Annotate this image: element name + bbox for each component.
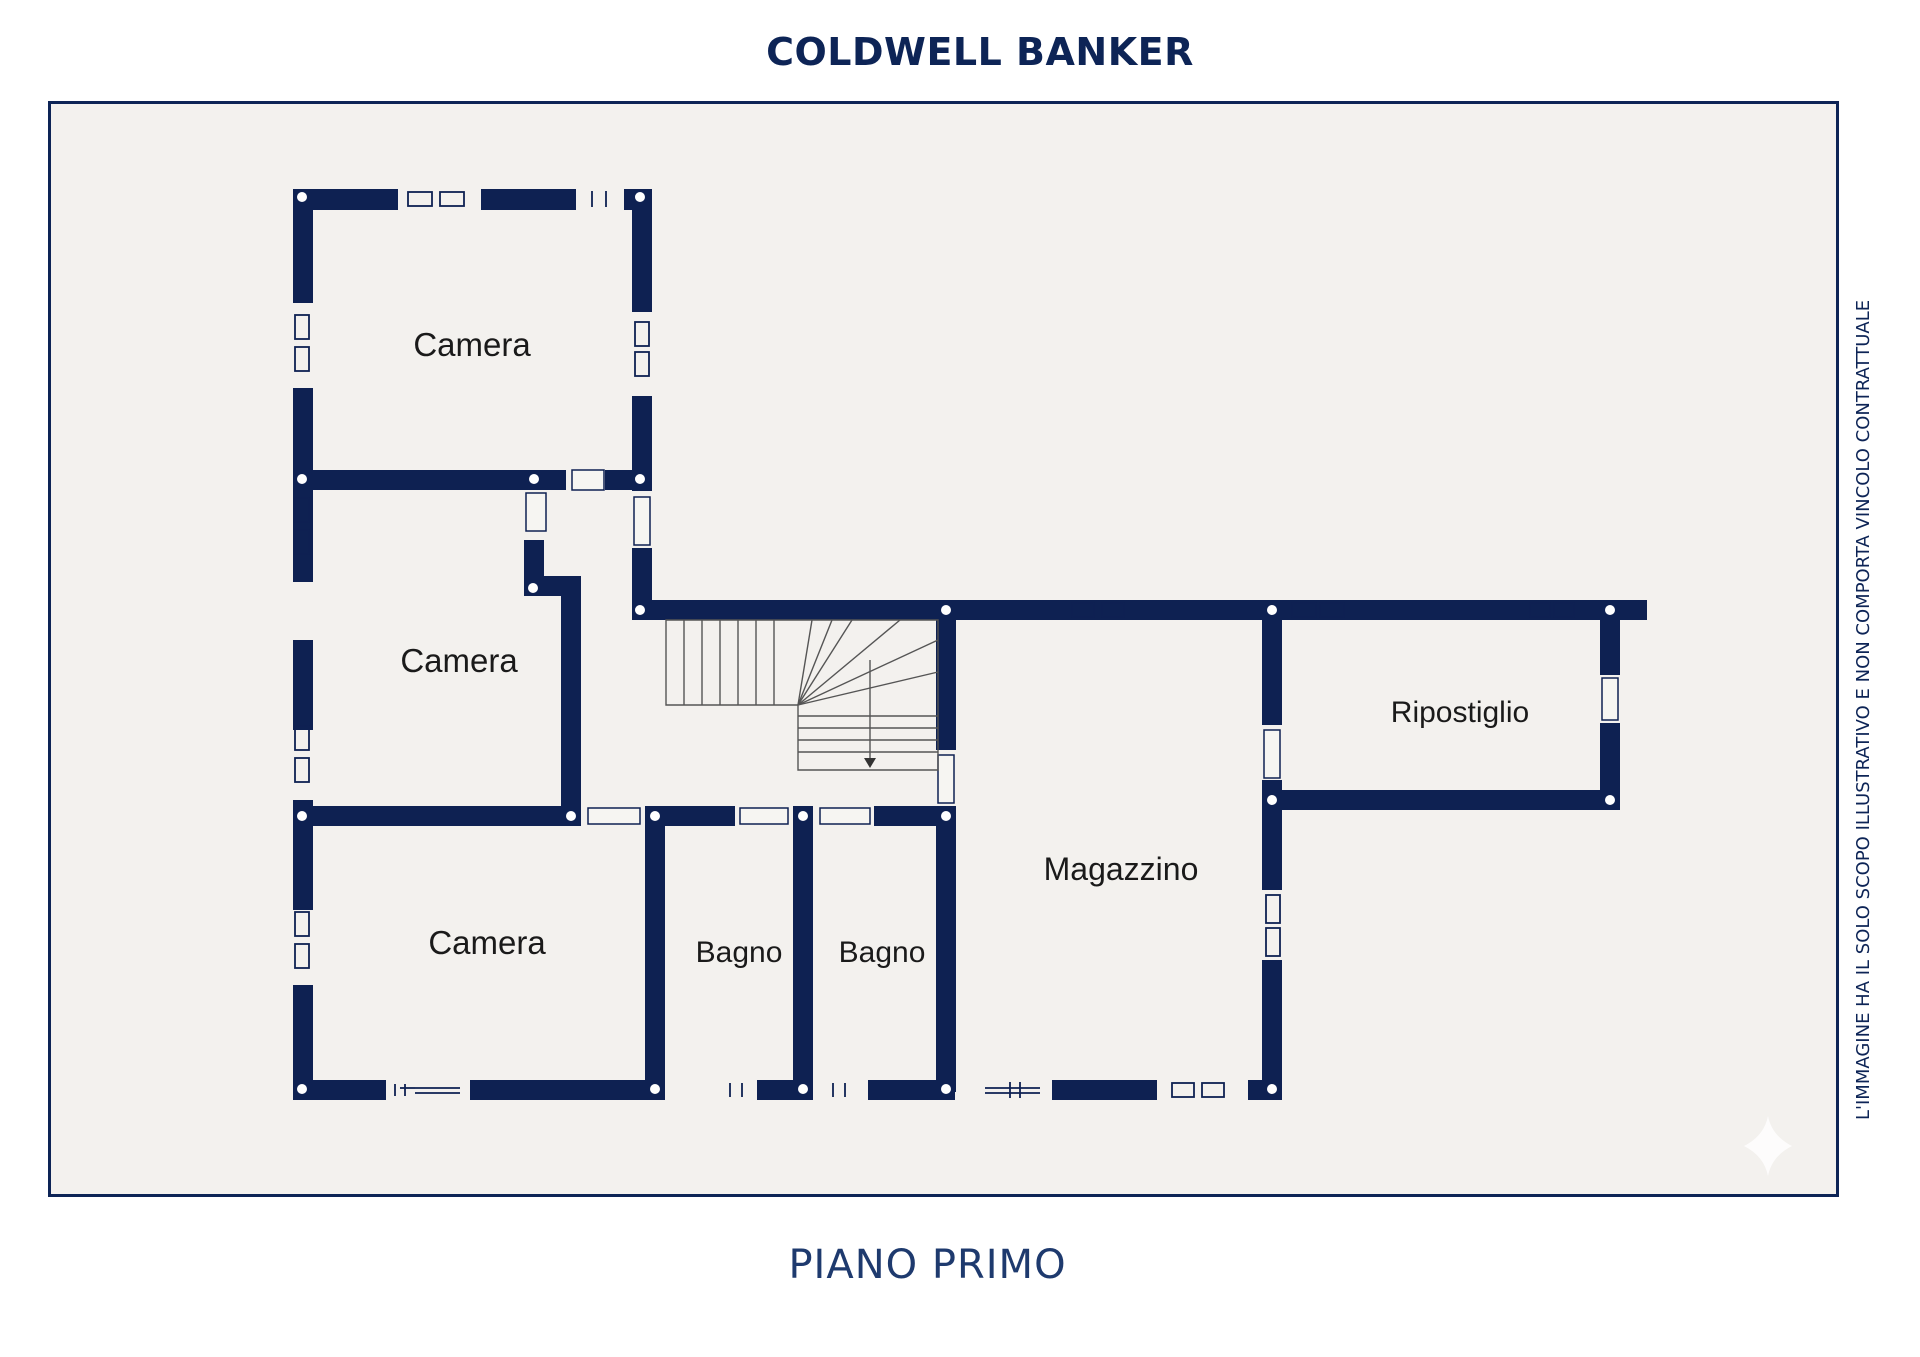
doors: [525, 469, 1619, 825]
room-label-ripostiglio: Ripostiglio: [1391, 696, 1529, 729]
wall-joints: [297, 192, 1615, 1094]
disclaimer: L'IMMAGINE HA IL SOLO SCOPO ILLUSTRATIVO…: [1853, 195, 1877, 1225]
brand-logo-text: COLDWELL BANKER: [766, 30, 1194, 74]
room-label-bagno-right: Bagno: [839, 936, 926, 969]
room-label-camera-top: Camera: [413, 326, 531, 363]
room-label-magazzino: Magazzino: [1044, 851, 1199, 887]
disclaimer-text: L'IMMAGINE HA IL SOLO SCOPO ILLUSTRATIVO…: [1853, 299, 1874, 1121]
watermark-star-icon: [1744, 1116, 1792, 1176]
floor-label: PIANO PRIMO: [788, 1242, 1067, 1288]
windows: [294, 191, 1575, 1098]
staircase: [665, 619, 939, 771]
walls: [293, 189, 1647, 1100]
stair-arrow: [864, 758, 876, 768]
room-label-bagno-left: Bagno: [696, 936, 783, 969]
room-label-camera-middle: Camera: [400, 642, 518, 679]
room-label-camera-bottom: Camera: [428, 924, 546, 961]
